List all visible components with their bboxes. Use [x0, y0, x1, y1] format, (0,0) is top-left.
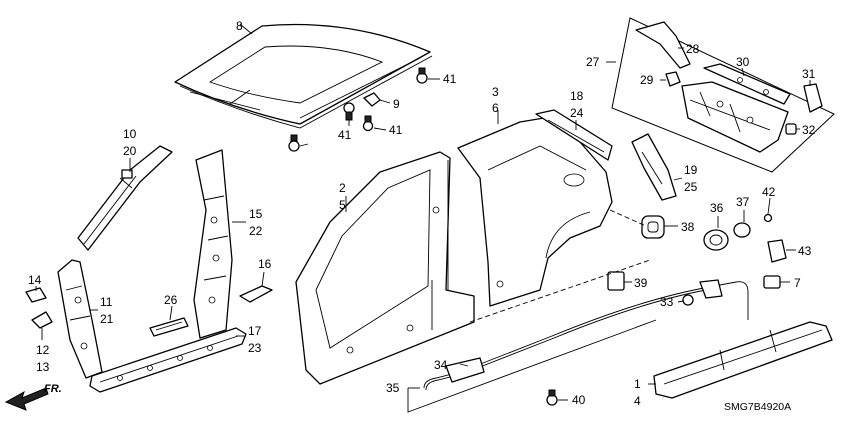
callout-label: 11 [100, 295, 113, 309]
callout-labels: 8 41 9 41 41 10 20 15 22 16 14 11 21 12 … [28, 19, 816, 408]
callout-label: 42 [762, 185, 776, 199]
callout-label: 6 [492, 101, 499, 115]
mounting-bracket[interactable] [767, 239, 787, 263]
front-direction-arrow-icon [4, 387, 49, 411]
sill-reinforcement[interactable] [89, 327, 247, 393]
callout-label: 30 [736, 55, 750, 69]
roof-clip[interactable] [363, 92, 381, 107]
roof-bolt-left[interactable] [288, 134, 300, 152]
callout-label: 27 [586, 55, 600, 69]
pillar-bracket[interactable] [239, 285, 273, 303]
callout-label: 9 [393, 97, 400, 111]
mount-clip[interactable] [31, 311, 53, 329]
callout-label: 34 [434, 358, 448, 372]
front-direction-label: FR. [44, 383, 62, 395]
callout-label: 26 [164, 293, 178, 307]
washer[interactable] [682, 294, 694, 306]
callout-label: 1 [634, 377, 641, 391]
lid-bolt[interactable] [546, 389, 558, 406]
rear-panel-group-box [611, 17, 835, 173]
callout-label: 41 [443, 72, 457, 86]
side-outer-panel[interactable] [295, 151, 475, 385]
callout-label: 10 [123, 127, 137, 141]
callout-label: 8 [236, 19, 243, 33]
rear-pillar-extension[interactable] [535, 109, 613, 161]
roof-bolt-lower[interactable] [362, 115, 374, 132]
callout-label: 38 [681, 220, 695, 234]
callout-label: 41 [338, 128, 352, 142]
callout-label: 24 [570, 106, 584, 120]
callout-label: 3 [492, 85, 499, 99]
hinge-clip[interactable] [25, 287, 47, 303]
roof-panel[interactable] [174, 23, 433, 129]
callout-label: 17 [248, 324, 262, 338]
side-sill-panel[interactable] [653, 321, 833, 399]
callout-label: 23 [248, 341, 262, 355]
callout-label: 20 [123, 144, 137, 158]
callout-label: 33 [660, 295, 674, 309]
callout-label: 7 [794, 276, 801, 290]
sill-plate[interactable] [149, 317, 189, 337]
fuel-lid-opener-cable[interactable] [423, 279, 749, 391]
callout-label: 2 [339, 181, 346, 195]
seal-pad[interactable] [607, 271, 625, 291]
rear-panel-cross-member[interactable] [703, 63, 791, 105]
rear-pillar-inner[interactable] [631, 133, 677, 201]
callout-label: 4 [634, 394, 641, 408]
callout-label: 29 [640, 73, 654, 87]
front-pillar-lower[interactable] [57, 259, 103, 379]
callout-label: 35 [386, 381, 400, 395]
callout-label: 39 [634, 276, 648, 290]
roof-fastener-center[interactable] [343, 102, 355, 121]
callout-label: 25 [684, 180, 698, 194]
grommet-plug[interactable] [641, 215, 665, 239]
callout-label: 16 [258, 257, 272, 271]
callout-label: 37 [736, 195, 750, 209]
callout-label: 14 [28, 273, 42, 287]
callout-label: 40 [572, 393, 586, 407]
callout-label: 12 [36, 343, 50, 357]
callout-label: 19 [684, 163, 698, 177]
small-screw[interactable] [763, 213, 773, 223]
callout-label: 36 [710, 201, 724, 215]
roof-fastener-right[interactable] [416, 67, 428, 84]
callout-label: 18 [570, 89, 584, 103]
rear-panel-main[interactable] [681, 81, 789, 153]
filler-cap-base[interactable] [733, 222, 751, 238]
callout-label: 28 [686, 42, 700, 56]
diagram-code: SMG7B4920A [724, 401, 791, 413]
rear-panel-nut[interactable] [785, 123, 797, 135]
callout-label: 41 [389, 123, 403, 137]
rear-panel-upper-bracket[interactable] [635, 21, 691, 69]
callout-label: 43 [798, 244, 812, 258]
fuel-lid-spring[interactable] [763, 275, 781, 289]
roof-side-rail[interactable] [77, 145, 173, 251]
callout-label: 13 [36, 360, 50, 374]
callout-label: 21 [100, 312, 114, 326]
callout-label: 31 [802, 67, 816, 81]
callout-label: 15 [249, 207, 263, 221]
callout-label: 32 [802, 123, 816, 137]
fuel-filler-housing[interactable] [703, 229, 729, 251]
callout-label: 22 [249, 224, 263, 238]
front-pillar-inner[interactable] [193, 149, 233, 339]
rear-panel-clip[interactable] [665, 71, 681, 87]
callout-label: 5 [339, 198, 346, 212]
rear-panel-side-bracket[interactable] [803, 83, 823, 113]
